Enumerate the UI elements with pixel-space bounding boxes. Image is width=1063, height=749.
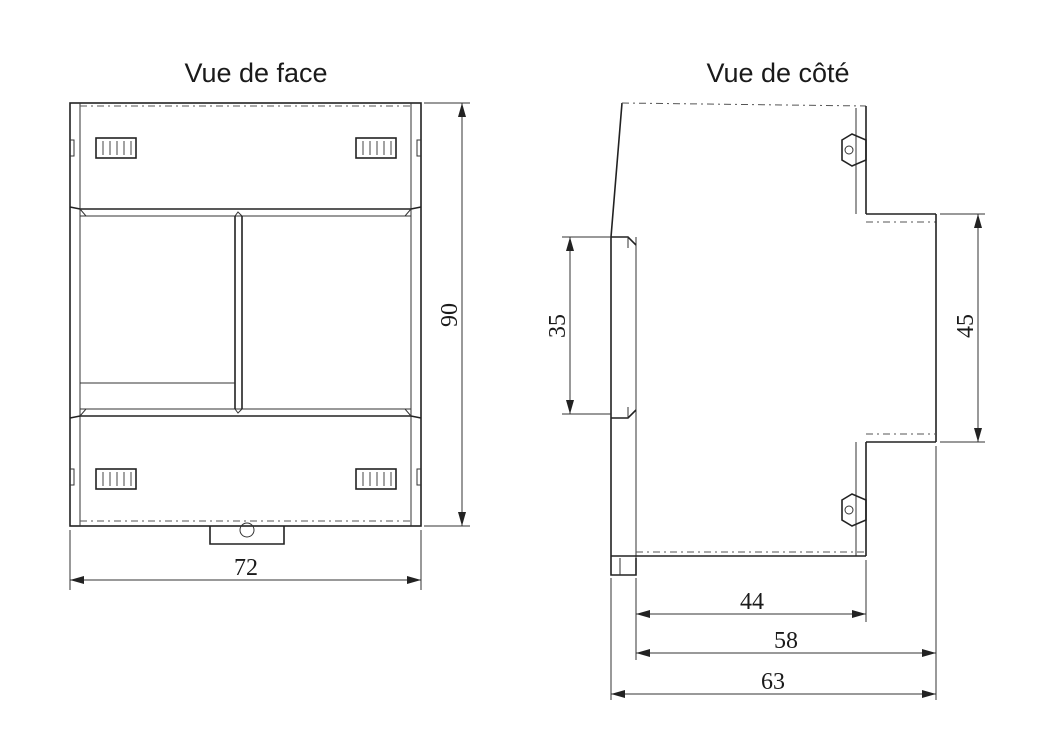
front-view: Vue de face — [69, 58, 470, 590]
side-view: Vue de côté — [545, 58, 985, 700]
depth-44-label: 44 — [740, 589, 764, 615]
depth-63-label: 63 — [761, 669, 785, 695]
width-dimension: 72 — [69, 530, 422, 590]
depth-58-dimension: 58 — [636, 628, 936, 657]
front-height-dimension-label: 45 — [953, 314, 979, 338]
front-side-clip — [416, 139, 421, 157]
front-bottom-left-tab — [95, 468, 137, 490]
front-side-clip — [70, 139, 75, 157]
front-view-title: Vue de face — [184, 58, 327, 88]
depth-58-label: 58 — [774, 628, 798, 654]
side-bottom-screw — [841, 493, 867, 527]
front-view-body — [69, 102, 422, 527]
rail-dimension: 35 — [545, 236, 611, 415]
front-side-clip — [416, 468, 421, 486]
front-bottom-right-tab — [355, 468, 397, 490]
rail-dimension-label: 35 — [545, 314, 571, 338]
depth-63-dimension: 63 — [611, 669, 936, 698]
height-dimension-label: 90 — [437, 303, 463, 327]
front-top-right-tab — [355, 137, 397, 159]
side-view-body — [610, 102, 937, 576]
front-top-left-tab — [95, 137, 137, 159]
front-side-clip — [70, 468, 75, 486]
height-dimension: 90 — [424, 102, 470, 527]
side-top-screw — [841, 133, 867, 167]
front-height-dimension: 45 — [940, 213, 985, 443]
width-dimension-label: 72 — [234, 555, 258, 581]
depth-44-dimension: 44 — [636, 589, 866, 618]
side-view-title: Vue de côté — [706, 58, 849, 88]
front-din-latch — [209, 522, 285, 545]
